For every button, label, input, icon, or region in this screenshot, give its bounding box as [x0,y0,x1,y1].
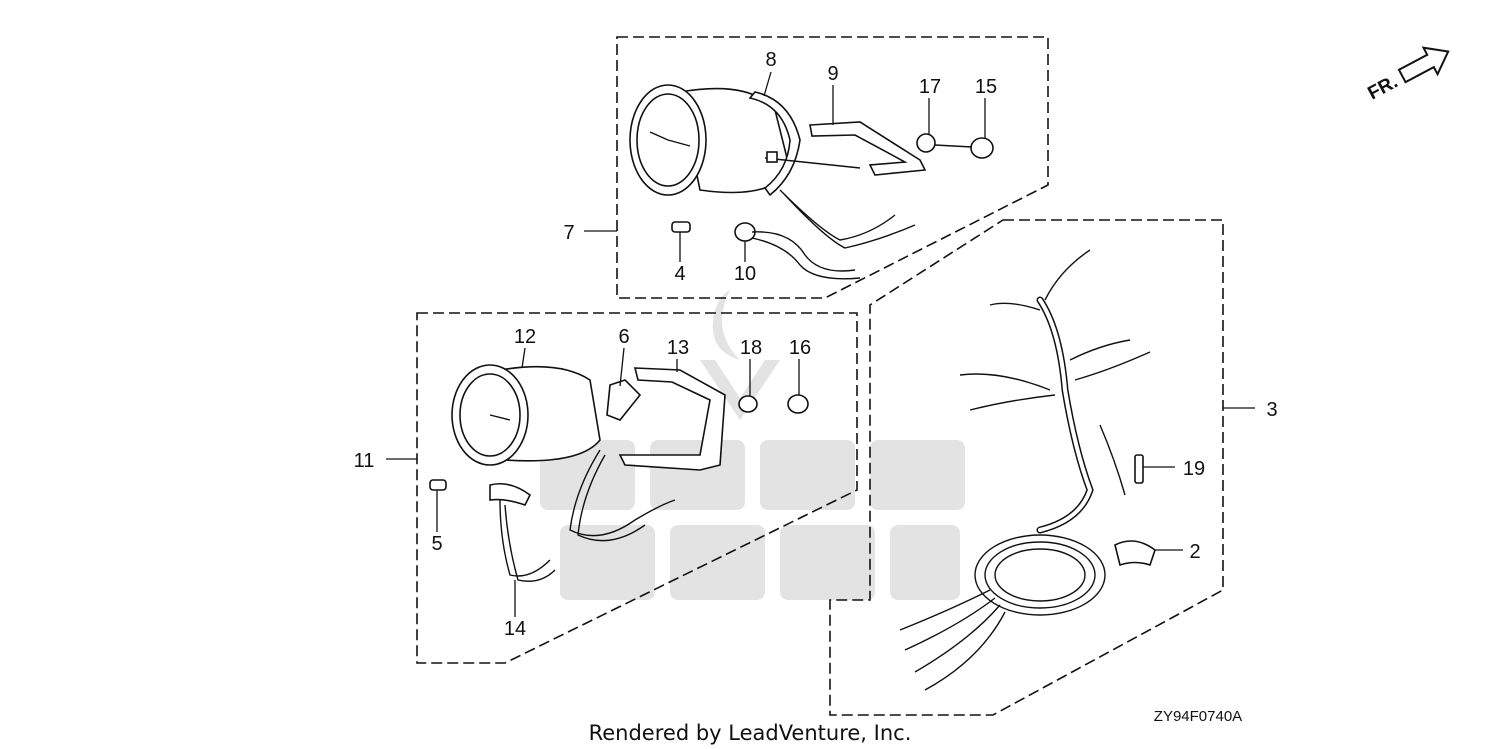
callout-labels: 8 9 17 15 7 4 10 12 6 13 18 16 11 5 14 3… [354,49,1278,640]
footer-credit: Rendered by LeadVenture, Inc. [589,721,912,745]
front-direction-indicator: FR. [1364,46,1450,105]
callout-4: 4 [674,263,685,285]
watermark-logo [540,290,965,600]
callout-10: 10 [734,263,756,285]
callout-9: 9 [827,63,838,85]
callout-15: 15 [975,76,997,98]
callout-13: 13 [667,337,689,359]
callout-8: 8 [765,49,776,71]
callout-17: 17 [919,76,941,98]
callout-6: 6 [618,326,629,348]
meter-11-assembly [429,364,809,582]
callout-14: 14 [504,618,526,640]
direction-arrow-icon [1397,46,1450,84]
group-box-3 [829,219,1224,716]
meter-7-assembly [629,84,994,280]
wire-harness-3 [899,249,1156,691]
callout-11: 11 [354,450,375,472]
leader-lines [386,71,1255,617]
callout-3: 3 [1266,399,1277,421]
callout-7: 7 [563,222,574,244]
callout-16: 16 [789,337,811,359]
group-box-7 [616,36,1049,299]
callout-18: 18 [740,337,762,359]
direction-label: FR. [1364,72,1401,105]
callout-19: 19 [1183,458,1205,480]
callout-2: 2 [1189,541,1200,563]
callout-5: 5 [431,533,442,555]
group-box-11 [416,312,858,664]
callout-12: 12 [514,326,536,348]
diagram-code: ZY94F0740A [1154,708,1242,725]
